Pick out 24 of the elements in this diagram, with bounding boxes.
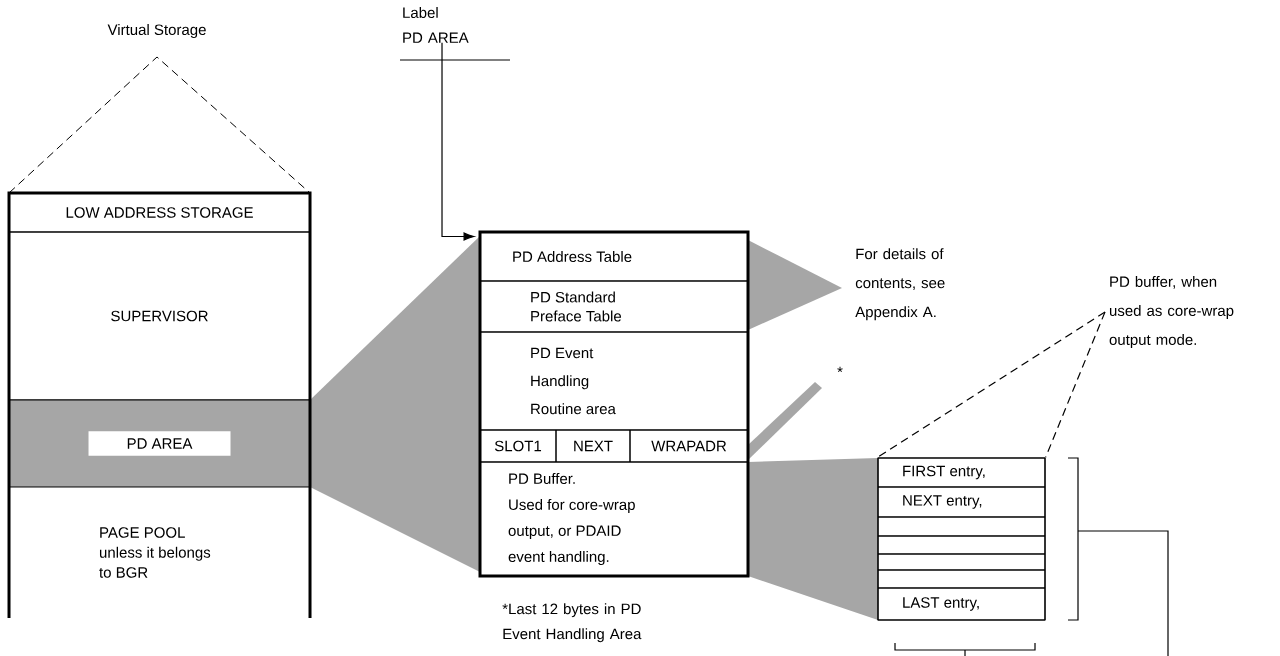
entry-row: NEXT entry, — [877, 486, 1046, 518]
note-text: For details of contents, see Appendix A. — [855, 248, 945, 321]
field-cell: SLOT1 — [479, 429, 557, 463]
table-row: PD Event Handling Routine area — [479, 331, 749, 431]
heading-text: Virtual Storage — [107, 24, 206, 38]
memory-row: PAGE POOL unless it belongs to BGR — [99, 527, 211, 578]
footnote-mark: * — [837, 366, 843, 373]
entry-row: LAST entry, — [877, 587, 1046, 621]
dashed-line — [1045, 311, 1106, 458]
storage-column — [7, 191, 312, 618]
table-row: PD Standard Preface Table — [479, 280, 749, 333]
node-label: FIRST entry, — [903, 465, 985, 480]
storage-map-box — [478, 230, 750, 578]
node-label: LOW ADDRESS STORAGE — [66, 207, 253, 218]
table-row: PD Buffer. Used for core-wrap output, or PDAID event handling. — [479, 461, 749, 577]
shaded-band: PD AREA — [8, 399, 311, 488]
field-cell: NEXT — [555, 429, 631, 463]
label-text: Label PD AREA — [399, 7, 511, 61]
buffer-box — [877, 457, 1046, 621]
node-label: PD Address Table — [513, 250, 632, 262]
arrow — [441, 42, 475, 241]
footnote-text: *Last 12 bytes in PD Event Handling Area — [502, 603, 642, 643]
note-text: PD buffer, when used as core-wrap output mode. — [1109, 276, 1234, 348]
field-cell: WRAPADR — [629, 429, 749, 463]
